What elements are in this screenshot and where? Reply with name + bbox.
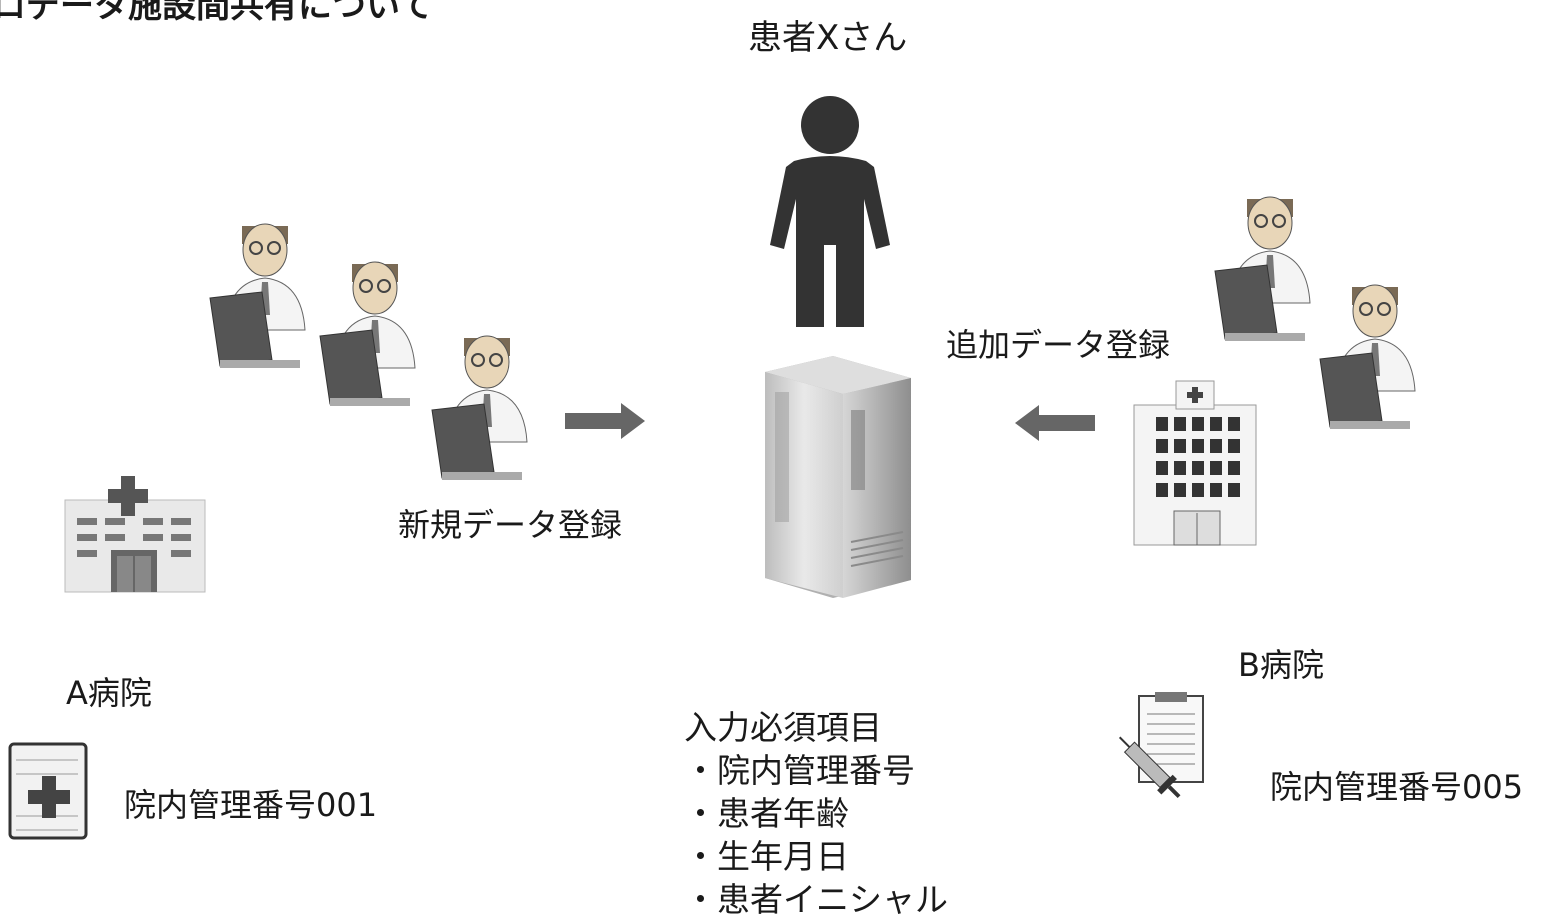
hospital-b-name: B病院 xyxy=(1238,646,1324,684)
database-server-icon xyxy=(765,356,911,598)
patient-person-icon xyxy=(770,96,890,327)
required-field-item: ・患者年齢 xyxy=(684,794,849,833)
hospital-b-building-icon xyxy=(1133,380,1257,546)
medical-record-icon xyxy=(8,742,88,840)
hospital-a-building-icon xyxy=(64,476,206,593)
clipboard-syringe-icon xyxy=(1118,692,1204,799)
additional-data-registration-label: 追加データ登録 xyxy=(946,326,1171,364)
hospital-a-name: A病院 xyxy=(66,674,152,712)
arrow-left-icon xyxy=(1015,405,1095,441)
patient-label: 患者Xさん xyxy=(748,18,908,58)
doctor-group-a-icon xyxy=(209,223,528,480)
hospital-a-id-label: 院内管理番号001 xyxy=(124,786,378,824)
required-field-item: ・院内管理番号 xyxy=(684,751,915,790)
required-fields-heading: 入力必須項目 xyxy=(684,708,882,747)
hospital-b-id-label: 院内管理番号005 xyxy=(1270,768,1524,806)
required-field-item: ・生年月日 xyxy=(684,837,849,876)
doctor-group-b-icon xyxy=(1214,196,1416,429)
arrow-right-icon xyxy=(565,403,645,439)
required-field-item: ・患者イニシャル xyxy=(684,880,948,919)
required-fields-list: 入力必須項目 ・院内管理番号 ・患者年齢 ・生年月日 ・患者イニシャル xyxy=(684,706,948,921)
page-title: ロデータ施設間共有について xyxy=(0,0,433,26)
new-data-registration-label: 新規データ登録 xyxy=(398,506,623,544)
